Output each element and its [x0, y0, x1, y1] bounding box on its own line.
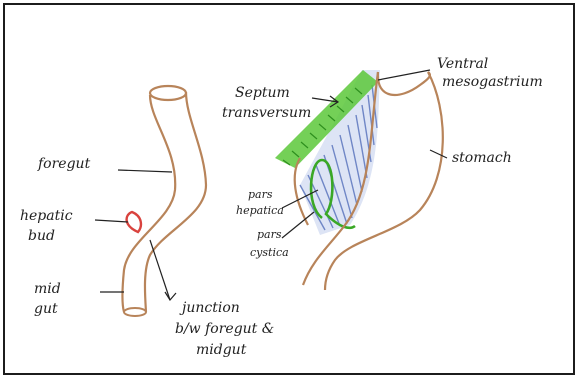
label-junction-2: b/w foregut & [175, 321, 274, 337]
label-mid-gut-1: mid [34, 281, 61, 297]
pointer-junction-arrow [165, 292, 176, 300]
label-septum-1: Septum [235, 85, 290, 101]
pointer-foregut [118, 170, 172, 172]
label-pars-cystica-1: pars [257, 228, 282, 241]
label-hepatic-bud-1: hepatic [20, 208, 73, 224]
label-stomach: stomach [452, 150, 512, 166]
pointer-ventral [378, 70, 430, 80]
label-junction-1: junction [179, 300, 240, 316]
pointer-hepatic-bud [95, 220, 128, 222]
pointer-stomach [430, 150, 447, 158]
pointer-junction [150, 240, 170, 300]
label-pars-hepatica-1: pars [248, 188, 273, 201]
pointer-pars-cystica [282, 212, 314, 238]
hepatic-bud-shape [127, 212, 141, 232]
label-ventral-1: Ventral [437, 56, 488, 72]
label-foregut: foregut [37, 156, 91, 172]
label-hepatic-bud-2: bud [28, 228, 55, 244]
label-mid-gut-2: gut [34, 301, 58, 317]
label-septum-2: transversum [222, 105, 311, 121]
label-pars-cystica-2: cystica [250, 246, 289, 259]
label-pars-hepatica-2: hepatica [236, 204, 284, 217]
label-ventral-2: mesogastrium [442, 74, 543, 90]
label-junction-3: midgut [196, 342, 247, 358]
